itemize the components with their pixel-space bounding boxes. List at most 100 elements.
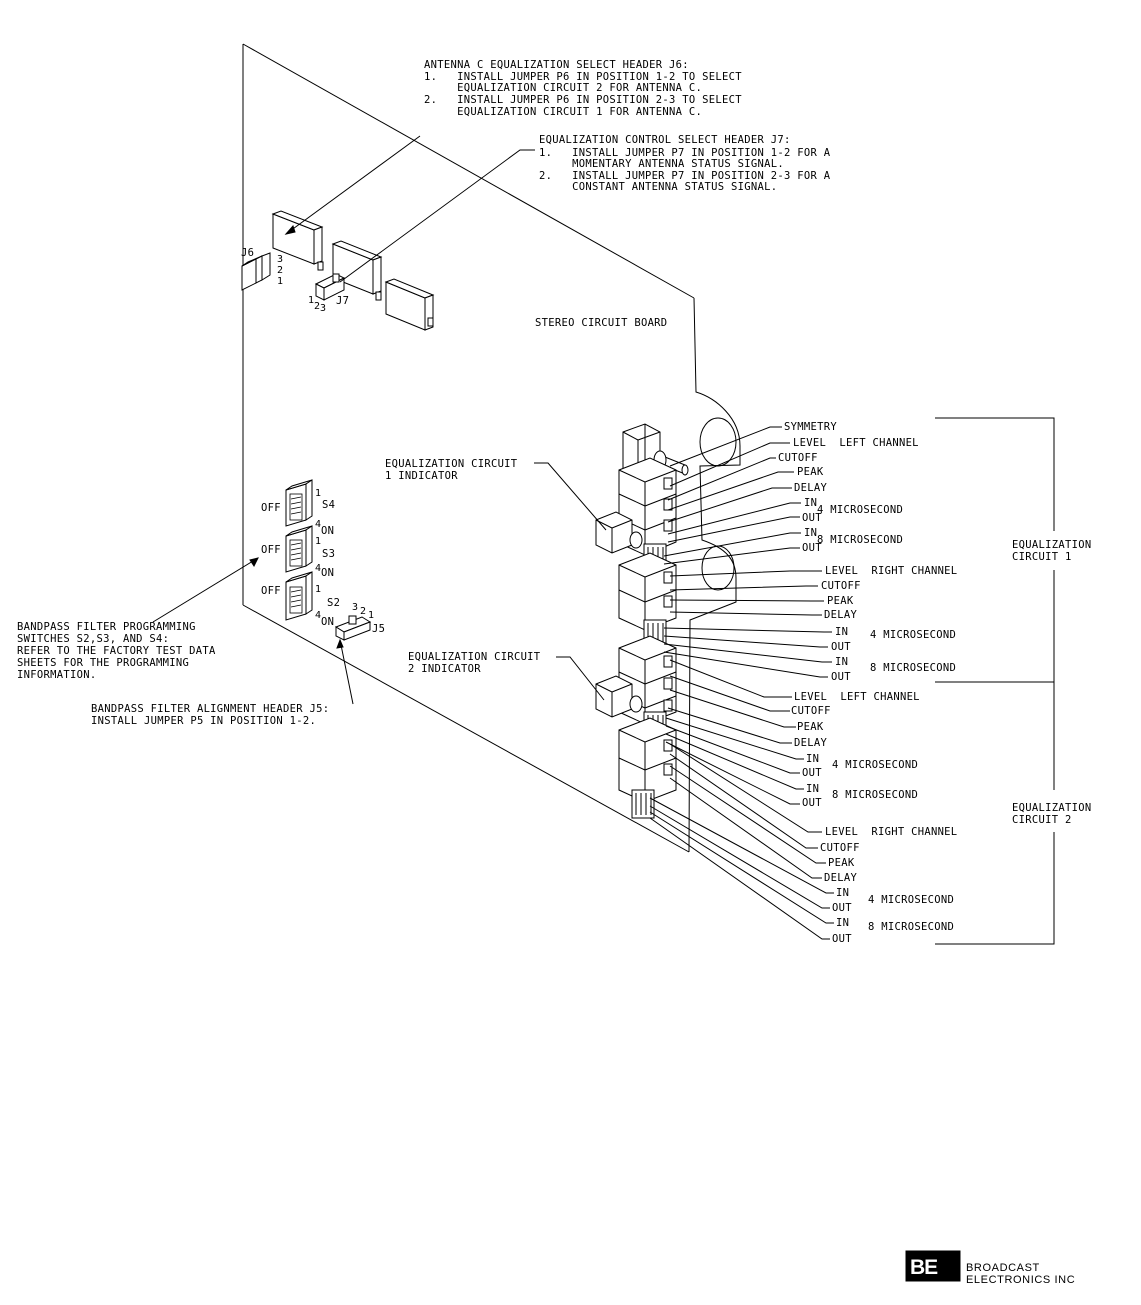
- callout-eq1-4us-right: 4 MICROSECOND: [870, 629, 956, 641]
- callout-eq2-in-8us-left: IN: [806, 783, 819, 795]
- callout-eq1-cutoff-right: CUTOFF: [821, 580, 861, 592]
- header-j5: [334, 615, 372, 641]
- j7-note-line-2: MOMENTARY ANTENNA STATUS SIGNAL.: [539, 158, 784, 170]
- eq1-indicator-leader: [534, 462, 607, 531]
- eq2-indicator-label-2: 2 INDICATOR: [408, 663, 481, 675]
- callout-eq1-out-4us-left: OUT: [802, 512, 822, 524]
- s4-label: S4: [322, 499, 335, 511]
- j7-leader-line: [339, 149, 535, 283]
- eq2-group-label-2: CIRCUIT 2: [1012, 814, 1072, 826]
- j7-pin-3: 3: [320, 303, 326, 314]
- callout-eq1-peak-left: PEAK: [797, 466, 824, 478]
- broadcast-electronics-logo: BE BROADCAST ELECTRONICS INC: [905, 1250, 1075, 1286]
- circuit-board-outline: [242, 43, 741, 853]
- upper-bracket-right: [384, 278, 435, 331]
- dip-switch-s4: [285, 479, 313, 527]
- bandpass-header-note-2: INSTALL JUMPER P5 IN POSITION 1-2.: [91, 715, 316, 727]
- callout-eq1-cutoff-left: CUTOFF: [778, 452, 818, 464]
- j6-leader-arrow: [284, 225, 296, 235]
- s3-on-label: ON: [321, 567, 334, 579]
- s2-pin-1: 1: [315, 584, 321, 595]
- j7-note-line-4: CONSTANT ANTENNA STATUS SIGNAL.: [539, 181, 777, 193]
- callout-eq1-in-4us-left: IN: [804, 497, 817, 509]
- callout-eq2-out-8us-right: OUT: [832, 933, 852, 945]
- stereo-circuit-board-label: STEREO CIRCUIT BOARD: [535, 317, 667, 329]
- callout-eq2-peak-right: PEAK: [828, 857, 855, 869]
- j7-note-line-3: 2. INSTALL JUMPER P7 IN POSITION 2-3 FOR…: [539, 170, 831, 182]
- j6-note-line-4: EQUALIZATION CIRCUIT 1 FOR ANTENNA C.: [424, 106, 702, 118]
- bandpass-switch-note-3: REFER TO THE FACTORY TEST DATA: [17, 645, 216, 657]
- callout-eq2-level-left: LEVEL LEFT CHANNEL: [794, 691, 920, 703]
- s4-pin-1: 1: [315, 488, 321, 499]
- j7-note-title: EQUALIZATION CONTROL SELECT HEADER J7:: [539, 134, 791, 146]
- callout-eq2-in-4us-left: IN: [806, 753, 819, 765]
- eq2-group-label-1: EQUALIZATION: [1012, 802, 1091, 814]
- bandpass-switch-note-2: SWITCHES S2,S3, AND S4:: [17, 633, 169, 645]
- j5-pin-3: 3: [352, 602, 358, 613]
- s2-off-label: OFF: [261, 585, 281, 597]
- j7-pin-2: 2: [314, 301, 320, 312]
- s4-on-label: ON: [321, 525, 334, 537]
- callout-eq1-delay-left: DELAY: [794, 482, 827, 494]
- s4-off-label: OFF: [261, 502, 281, 514]
- logo-line-2: ELECTRONICS INC: [966, 1274, 1075, 1286]
- eq1-group-label-1: EQUALIZATION: [1012, 539, 1091, 551]
- callout-eq2-in-4us-right: IN: [836, 887, 849, 899]
- callout-eq1-in-8us-right: IN: [835, 656, 848, 668]
- j7-note-line-1: 1. INSTALL JUMPER P7 IN POSITION 1-2 FOR…: [539, 147, 831, 159]
- eq2-group-bracket: [935, 682, 1055, 945]
- j5-label: J5: [372, 623, 385, 635]
- eq1-group-label-2: CIRCUIT 1: [1012, 551, 1072, 563]
- callout-eq2-out-8us-left: OUT: [802, 797, 822, 809]
- j7-label: J7: [336, 295, 349, 307]
- callout-symmetry: SYMMETRY: [784, 421, 837, 433]
- callout-eq1-out-8us-left: OUT: [802, 542, 822, 554]
- j6-note-title: ANTENNA C EQUALIZATION SELECT HEADER J6:: [424, 59, 689, 71]
- eq1-indicator-label-2: 1 INDICATOR: [385, 470, 458, 482]
- s3-label: S3: [322, 548, 335, 560]
- eq1-pot-stack: [618, 457, 677, 556]
- bandpass-header-leader-arrow: [336, 638, 344, 649]
- s4-pin-4: 4: [315, 519, 321, 530]
- j6-pin-2: 2: [277, 265, 283, 276]
- upper-bracket-left: [271, 210, 324, 271]
- callout-eq2-4us-right: 4 MICROSECOND: [868, 894, 954, 906]
- j5-pin-1: 1: [368, 610, 374, 621]
- s3-pin-4: 4: [315, 563, 321, 574]
- callout-eq2-8us-right: 8 MICROSECOND: [868, 921, 954, 933]
- s2-label: S2: [327, 597, 340, 609]
- callout-eq2-4us-left: 4 MICROSECOND: [832, 759, 918, 771]
- callout-eq1-in-8us-left: IN: [804, 527, 817, 539]
- j6-note-line-3: 2. INSTALL JUMPER P6 IN POSITION 2-3 TO …: [424, 94, 742, 106]
- callout-eq2-in-8us-right: IN: [836, 917, 849, 929]
- callout-eq1-level-left: LEVEL LEFT CHANNEL: [793, 437, 919, 449]
- callout-eq2-out-4us-left: OUT: [802, 767, 822, 779]
- s2-pin-4: 4: [315, 610, 321, 621]
- eq2-callout-leaders: [649, 659, 834, 940]
- callout-eq1-4us-left: 4 MICROSECOND: [817, 504, 903, 516]
- s3-pin-1: 1: [315, 536, 321, 547]
- j6-pin-1: 1: [277, 276, 283, 287]
- callout-eq1-delay-right: DELAY: [824, 609, 857, 621]
- callout-eq1-8us-right: 8 MICROSECOND: [870, 662, 956, 674]
- callout-eq2-peak-left: PEAK: [797, 721, 824, 733]
- logo-mark: BE: [910, 1256, 938, 1279]
- eq1-indicator-led: [595, 511, 643, 554]
- dip-switch-s3: [285, 525, 313, 573]
- j6-note-line-1: 1. INSTALL JUMPER P6 IN POSITION 1-2 TO …: [424, 71, 742, 83]
- bandpass-header-leader-line: [339, 639, 354, 705]
- bandpass-switch-note-4: SHEETS FOR THE PROGRAMMING: [17, 657, 189, 669]
- j7-pin-1: 1: [308, 295, 314, 306]
- callout-eq1-in-4us-right: IN: [835, 626, 848, 638]
- callout-eq1-8us-left: 8 MICROSECOND: [817, 534, 903, 546]
- bandpass-switch-note-1: BANDPASS FILTER PROGRAMMING: [17, 621, 196, 633]
- callout-eq2-cutoff-right: CUTOFF: [820, 842, 860, 854]
- dip-switch-s2: [285, 571, 313, 621]
- eq2-indicator-led: [595, 675, 643, 718]
- j6-pin-3: 3: [277, 254, 283, 265]
- j6-note-line-2: EQUALIZATION CIRCUIT 2 FOR ANTENNA C.: [424, 82, 702, 94]
- bandpass-header-note-1: BANDPASS FILTER ALIGNMENT HEADER J5:: [91, 703, 329, 715]
- callout-eq1-peak-right: PEAK: [827, 595, 854, 607]
- eq1-pot-stack-b: [618, 552, 677, 631]
- j5-pin-2: 2: [360, 606, 366, 617]
